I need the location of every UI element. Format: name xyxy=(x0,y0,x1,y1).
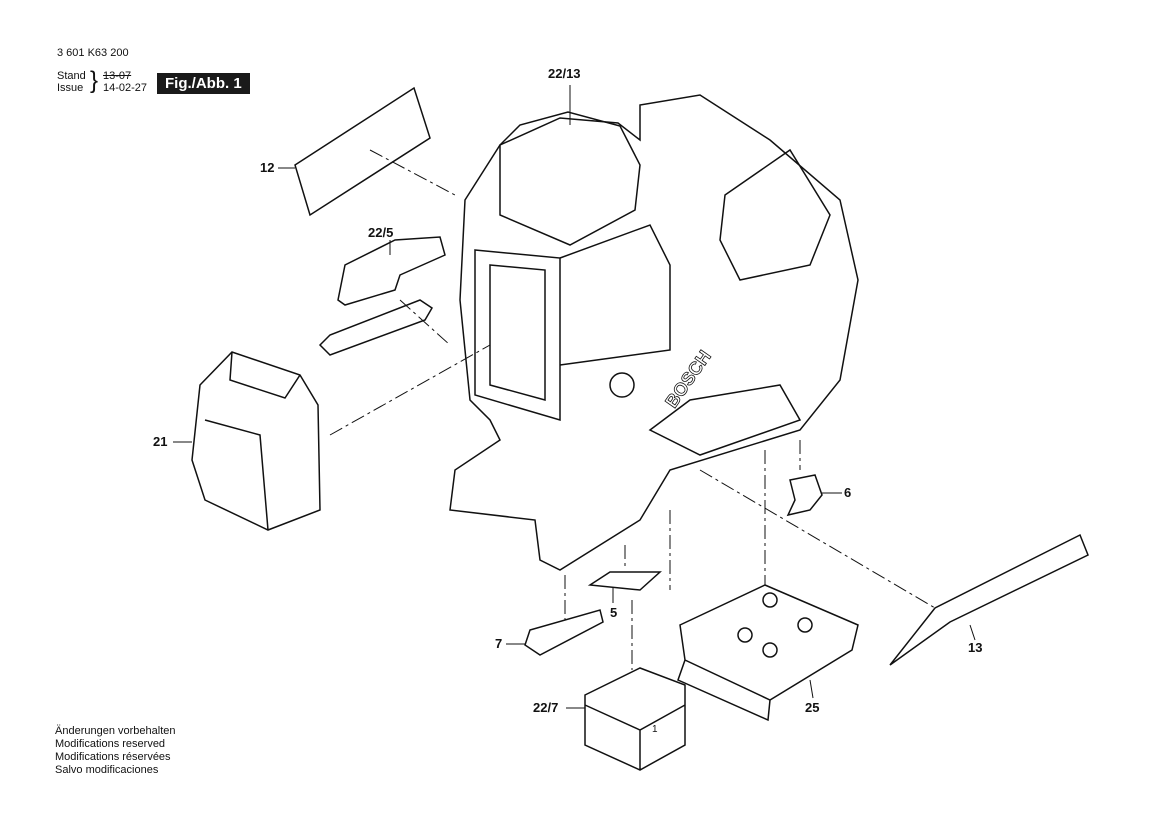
part-25-shape xyxy=(677,584,859,722)
label-22-5: 22/5 xyxy=(368,225,394,240)
issue-label: Issue xyxy=(57,82,84,94)
part-number: 3 601 K63 200 xyxy=(57,47,129,59)
label-22-13: 22/13 xyxy=(548,66,581,81)
label-13: 13 xyxy=(968,640,983,655)
footer-line-de: Änderungen vorbehalten xyxy=(55,725,176,737)
battery-mark: 1 xyxy=(652,724,658,735)
label-25: 25 xyxy=(805,700,820,715)
footer-line-fr: Modifications réservées xyxy=(55,751,171,763)
label-22-7: 22/7 xyxy=(533,700,559,715)
label-12: 12 xyxy=(260,160,275,175)
footer-line-en: Modifications reserved xyxy=(55,738,166,750)
part-22-7-shape xyxy=(584,667,686,771)
figure-label: Fig./Abb. 1 xyxy=(157,73,250,94)
part-13-shape xyxy=(889,533,1089,666)
label-7: 7 xyxy=(495,636,503,651)
part-21-shape xyxy=(191,351,321,531)
stand-label: Stand xyxy=(57,70,86,82)
footer-line-es: Salvo modificaciones xyxy=(55,764,159,776)
main-body-shape xyxy=(449,94,859,571)
part-6-shape xyxy=(786,474,823,517)
part-12-shape xyxy=(294,86,431,217)
label-6: 6 xyxy=(844,485,852,500)
issue-value: 14-02-27 xyxy=(103,82,148,94)
label-5: 5 xyxy=(610,605,618,620)
stand-value: 13-07 xyxy=(103,70,132,82)
part-7-shape xyxy=(524,609,604,656)
part-5-shape xyxy=(587,571,662,591)
label-21: 21 xyxy=(153,434,168,449)
brace: } xyxy=(90,67,99,94)
part-22-5-shape xyxy=(318,236,446,356)
